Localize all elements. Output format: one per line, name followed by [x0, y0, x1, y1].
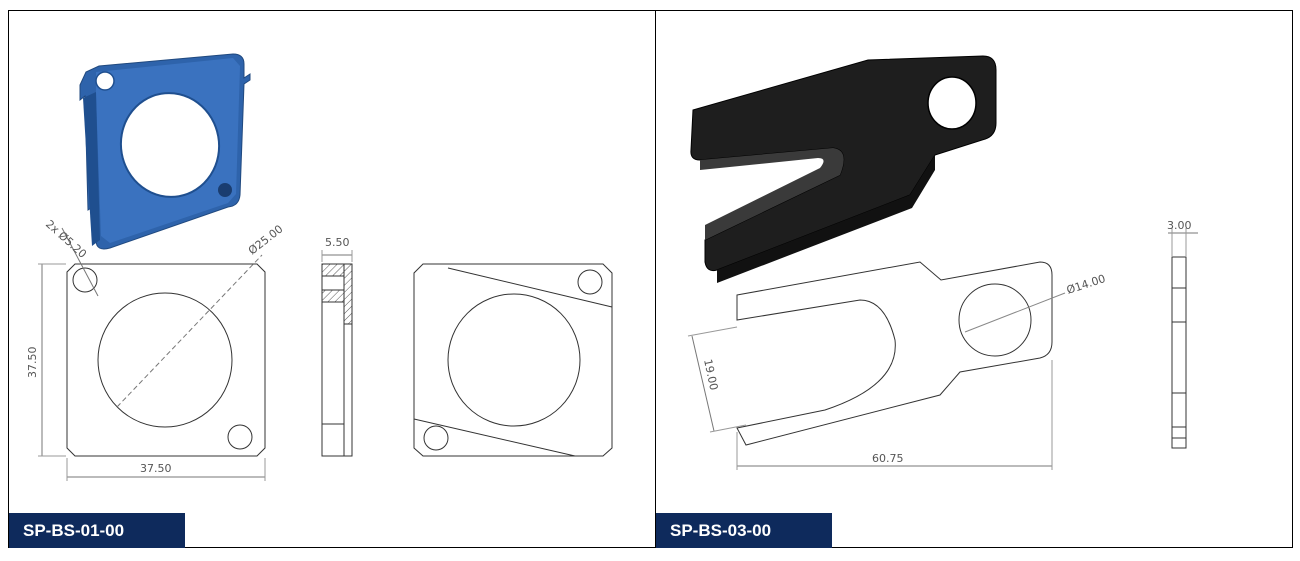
- side-view-strip-drawing: [1168, 228, 1198, 449]
- dim-hole-callout: 2x Ø5.20: [43, 218, 89, 261]
- dim-bore-diameter: Ø25.00: [246, 222, 286, 257]
- dim-hole-diameter: Ø14.00: [1065, 272, 1107, 297]
- front-view-drawing: [38, 227, 266, 481]
- dim-height: 37.50: [26, 347, 39, 379]
- flat-view-drawing: [687, 261, 1066, 470]
- part-3d-render-black-fork: [690, 55, 997, 283]
- dim-slot-width: 19.00: [701, 358, 720, 392]
- dim-width: 37.50: [140, 462, 172, 475]
- side-section-drawing: [321, 250, 353, 457]
- dim-length: 60.75: [872, 452, 904, 465]
- dim-strip-thickness: 3.00: [1167, 219, 1192, 232]
- dim-thickness: 5.50: [325, 236, 350, 249]
- part-3d-render-blue-plate: [79, 53, 251, 250]
- part-code-label: SP-BS-01-00: [9, 513, 185, 548]
- part-code-label: SP-BS-03-00: [656, 513, 832, 548]
- back-view-drawing: [413, 263, 613, 457]
